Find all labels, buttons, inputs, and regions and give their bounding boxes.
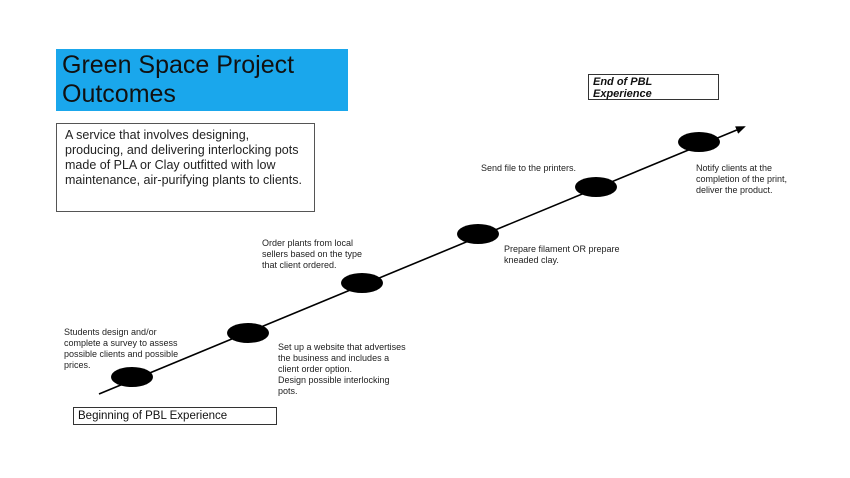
description-text: A service that involves designing, produ… bbox=[65, 128, 302, 187]
end-label-box: End of PBL Experience bbox=[588, 74, 719, 100]
timeline-node-1 bbox=[111, 367, 153, 387]
timeline-arrow bbox=[98, 126, 746, 395]
timeline-node-5 bbox=[575, 177, 617, 197]
diagram-title: Green Space Project Outcomes bbox=[62, 51, 295, 108]
step-1-text: Students design and/or complete a survey… bbox=[64, 327, 179, 370]
timeline-node-4 bbox=[457, 224, 499, 244]
step-5-text: Send file to the printers. bbox=[481, 163, 577, 173]
begin-label-box: Beginning of PBL Experience bbox=[73, 407, 277, 425]
step-3-text: Order plants from local sellers based on… bbox=[262, 238, 363, 270]
step-6-text: Notify clients at the completion of the … bbox=[696, 163, 788, 195]
timeline-node-3 bbox=[341, 273, 383, 293]
timeline-node-6 bbox=[678, 132, 720, 152]
begin-label: Beginning of PBL Experience bbox=[78, 410, 228, 422]
timeline-node-2 bbox=[227, 323, 269, 343]
title-box: Green Space Project Outcomes bbox=[56, 49, 348, 111]
step-4-text: Prepare filament OR prepare kneaded clay… bbox=[504, 244, 620, 265]
description-box: A service that involves designing, produ… bbox=[56, 123, 315, 212]
end-label: End of PBL Experience bbox=[593, 76, 653, 100]
step-2-text: Set up a website that advertises the bus… bbox=[278, 342, 406, 396]
